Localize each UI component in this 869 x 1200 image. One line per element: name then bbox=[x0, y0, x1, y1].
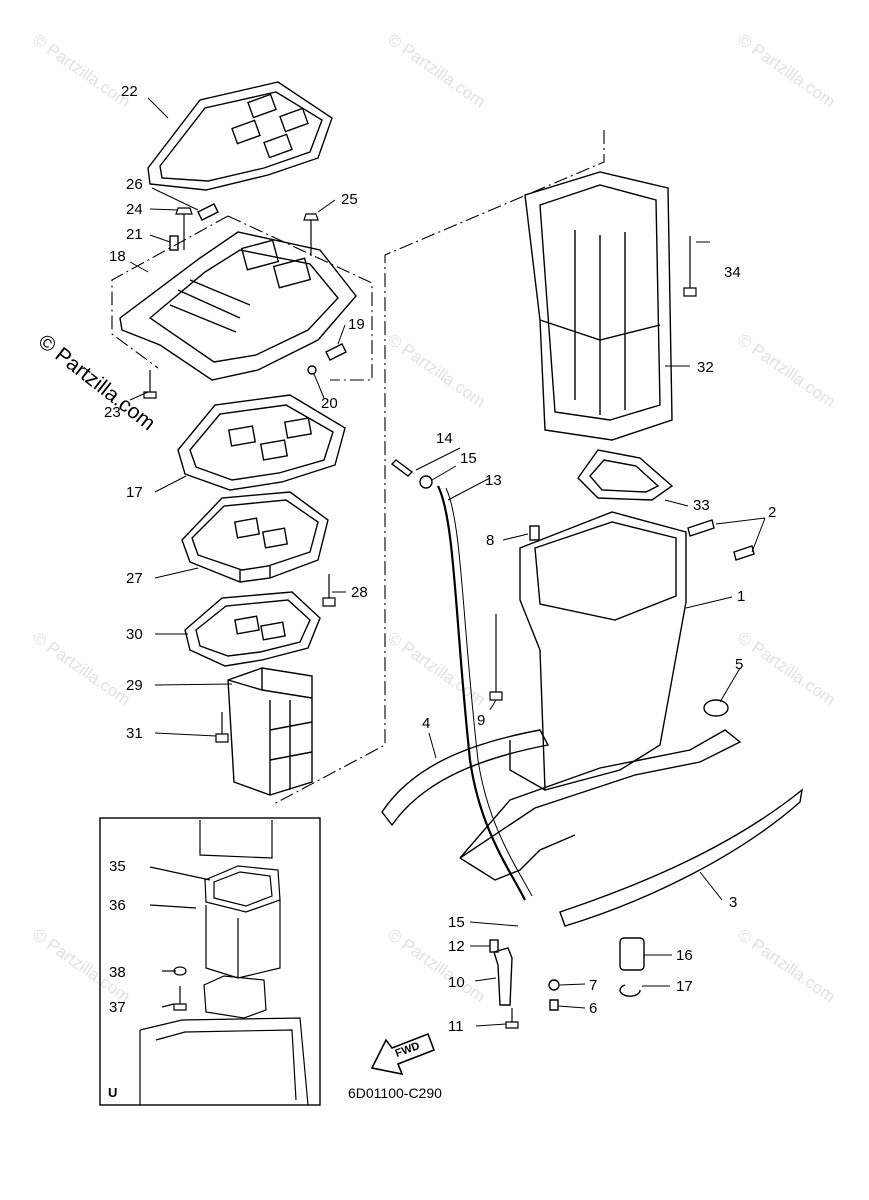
inset-drawing bbox=[139, 820, 309, 1106]
callout-29[interactable]: 28 bbox=[351, 584, 368, 601]
callout-15-lower[interactable]: 15 bbox=[448, 914, 465, 931]
dowel-pin-22 bbox=[169, 235, 179, 251]
bolt-6 bbox=[549, 999, 559, 1011]
fitting-27 bbox=[197, 203, 219, 221]
boundary-lines bbox=[111, 130, 605, 806]
fitting-14 bbox=[390, 459, 414, 477]
pin-2a bbox=[687, 519, 715, 537]
manifold-28 bbox=[181, 491, 329, 583]
callout-2[interactable]: 2 bbox=[768, 504, 777, 521]
callout-15-upper[interactable]: 15 bbox=[460, 450, 477, 467]
callout-35[interactable]: 34 bbox=[724, 264, 741, 281]
washer-7 bbox=[548, 979, 560, 991]
rubber-seal-4 bbox=[381, 729, 550, 827]
clamp-15 bbox=[419, 475, 433, 489]
inset-box bbox=[99, 817, 321, 1106]
water-tube-13-inner bbox=[445, 487, 533, 897]
upper-casing-1 bbox=[509, 511, 687, 791]
callout-26[interactable]: 25 bbox=[341, 191, 358, 208]
bolts bbox=[143, 207, 697, 1029]
callout-8[interactable]: 8 bbox=[486, 532, 495, 549]
callout-25[interactable]: 24 bbox=[126, 201, 143, 218]
gasket-23 bbox=[147, 81, 333, 191]
pin-2b bbox=[733, 545, 755, 561]
callout-18[interactable]: 17 bbox=[126, 484, 143, 501]
inset-label: U bbox=[108, 1085, 118, 1100]
callout-28[interactable]: 27 bbox=[126, 570, 143, 587]
washer-21 bbox=[307, 365, 317, 375]
callout-19[interactable]: 18 bbox=[109, 248, 126, 265]
callout-30[interactable]: 29 bbox=[126, 677, 143, 694]
gasket-31 bbox=[184, 591, 321, 667]
gasket-34 bbox=[577, 449, 674, 501]
leader-lines bbox=[129, 97, 766, 1027]
callout-38[interactable]: 37 bbox=[109, 999, 126, 1016]
callout-37[interactable]: 36 bbox=[109, 897, 126, 914]
callout-13[interactable]: 13 bbox=[485, 472, 502, 489]
water-tube-13 bbox=[437, 485, 526, 901]
callout-24[interactable]: 23 bbox=[104, 404, 121, 421]
callout-39[interactable]: 38 bbox=[109, 964, 126, 981]
callout-1[interactable]: 1 bbox=[737, 588, 746, 605]
callout-31[interactable]: 30 bbox=[126, 626, 143, 643]
callout-21[interactable]: 20 bbox=[321, 395, 338, 412]
callout-34[interactable]: 33 bbox=[693, 497, 710, 514]
bracket-10 bbox=[493, 947, 513, 1006]
exhaust-guide-19 bbox=[119, 231, 357, 381]
callout-36[interactable]: 35 bbox=[109, 858, 126, 875]
callout-20[interactable]: 19 bbox=[348, 316, 365, 333]
callout-10[interactable]: 10 bbox=[448, 974, 465, 991]
callout-32[interactable]: 31 bbox=[126, 725, 143, 742]
upper-casing-33 bbox=[524, 171, 673, 441]
callout-6[interactable]: 6 bbox=[589, 1000, 598, 1017]
gasket-18 bbox=[177, 394, 346, 491]
fwd-arrow-icon bbox=[370, 1032, 436, 1076]
plug-5 bbox=[703, 699, 729, 717]
callout-27[interactable]: 26 bbox=[126, 176, 143, 193]
callout-12[interactable]: 12 bbox=[448, 938, 465, 955]
callout-4[interactable]: 4 bbox=[422, 715, 431, 732]
exhaust-pipe-30 bbox=[227, 667, 313, 796]
rubber-seal-3 bbox=[559, 788, 803, 927]
drawing-code: 6D01100-C290 bbox=[348, 1085, 442, 1101]
callout-16[interactable]: 16 bbox=[676, 947, 693, 964]
dowel-pin-12 bbox=[489, 939, 499, 953]
callout-5[interactable]: 5 bbox=[735, 656, 744, 673]
callout-9[interactable]: 9 bbox=[477, 712, 486, 729]
callout-3[interactable]: 3 bbox=[729, 894, 738, 911]
callout-22[interactable]: 21 bbox=[126, 226, 143, 243]
fitting-20 bbox=[325, 343, 347, 361]
clip-17 bbox=[619, 984, 641, 997]
callout-23[interactable]: 22 bbox=[121, 83, 138, 100]
callout-14[interactable]: 14 bbox=[436, 430, 453, 447]
callout-7[interactable]: 7 bbox=[589, 977, 598, 994]
callout-11[interactable]: 11 bbox=[448, 1018, 464, 1035]
anti-ventilation-plate bbox=[459, 729, 742, 881]
dowel-pin-8 bbox=[529, 525, 540, 541]
callout-33[interactable]: 32 bbox=[697, 359, 714, 376]
bushing-16 bbox=[619, 937, 645, 971]
callout-17[interactable]: 17 bbox=[676, 978, 693, 995]
